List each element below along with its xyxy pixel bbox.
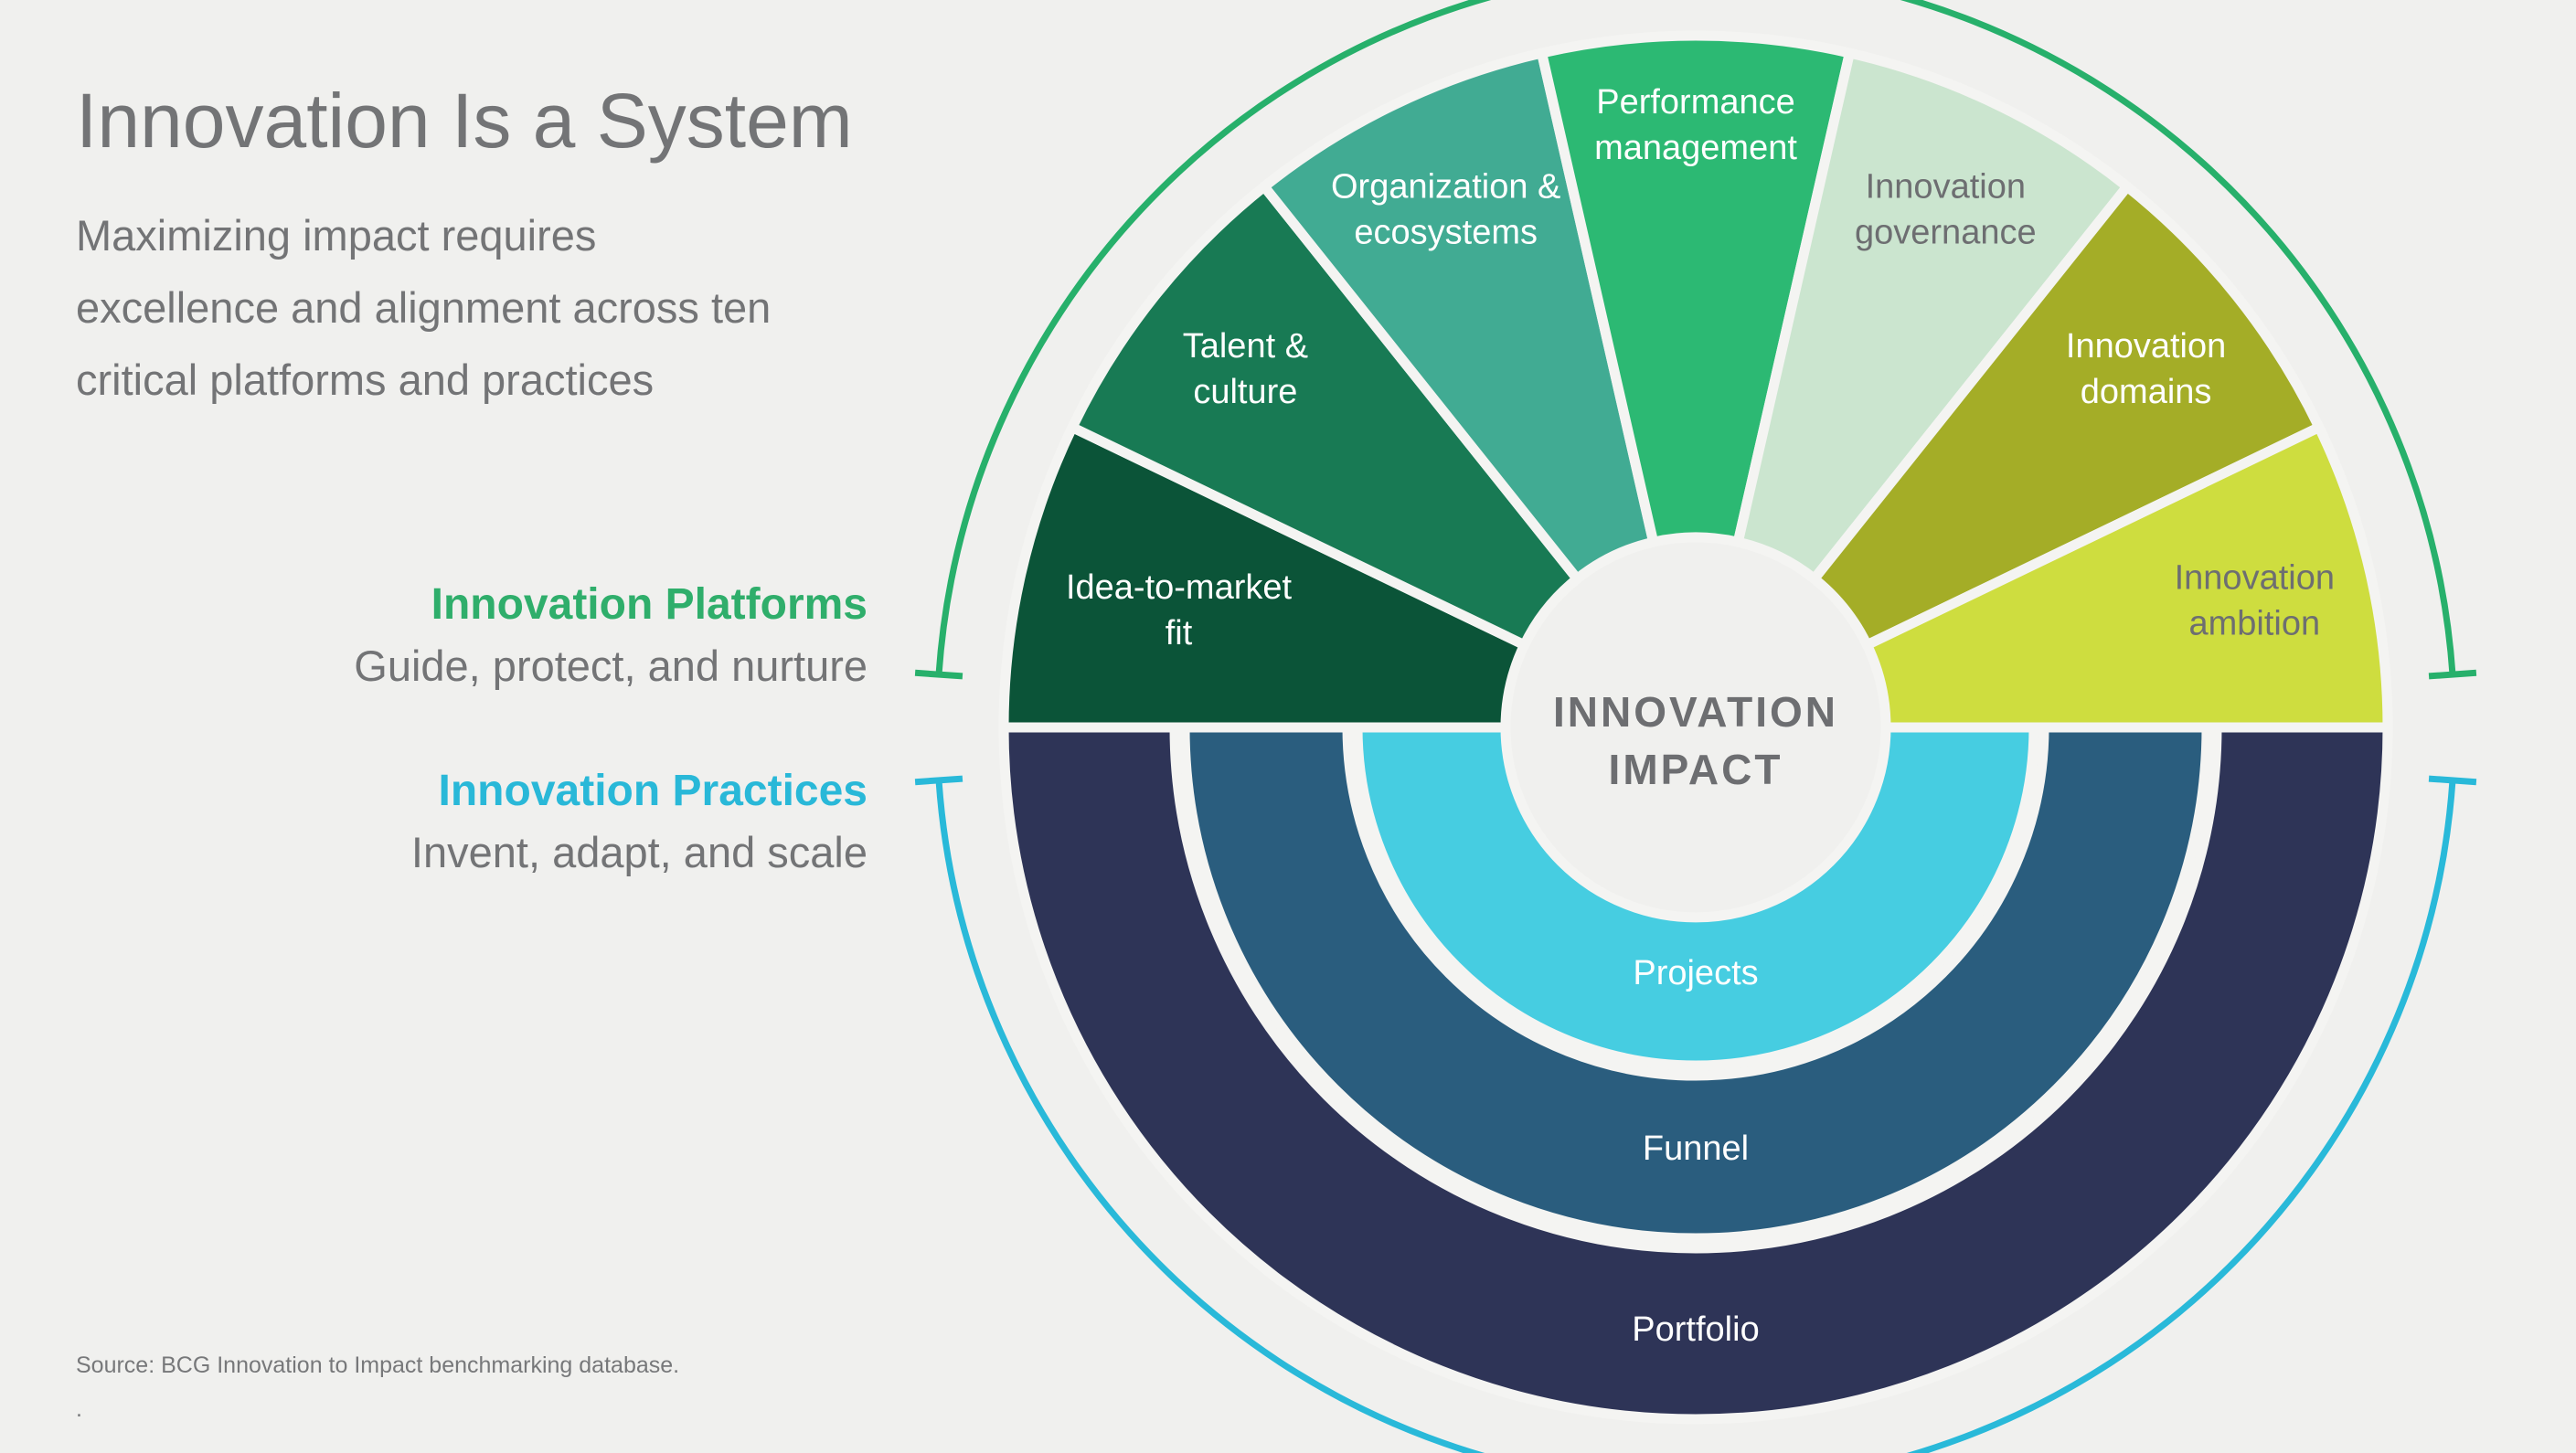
platforms-bracket-arc xyxy=(935,0,2456,675)
platform-wedge-label-3: Performance xyxy=(1596,83,1795,122)
platform-wedge-6 xyxy=(1861,422,2393,733)
platform-wedge-label-3: management xyxy=(1594,129,1797,167)
platform-wedge-label-1: culture xyxy=(1193,373,1297,411)
practice-ring-portfolio xyxy=(998,722,2393,1425)
practices-bracket-tick xyxy=(2428,775,2477,786)
platforms-bracket-tick xyxy=(2428,669,2477,680)
practices-bracket-tick xyxy=(914,775,963,786)
legend-practices-sublabel: Invent, adapt, and scale xyxy=(410,828,868,876)
practices-bracket-arc xyxy=(935,780,2456,1453)
legend-practices-label: Innovation Practices xyxy=(438,767,868,815)
platform-wedge-label-6: Innovation xyxy=(2175,559,2335,598)
subtitle-line: critical platforms and practices xyxy=(76,355,655,404)
platform-wedge-label-0: Idea-to-market xyxy=(1066,568,1293,607)
practice-ring-funnel xyxy=(1179,722,2212,1244)
legend-platforms: Innovation Platforms Guide, protect, and… xyxy=(76,574,868,696)
platform-wedge-label-6: ambition xyxy=(2188,605,2320,643)
legend-platforms-sublabel: Guide, protect, and nurture xyxy=(354,642,868,690)
practice-ring-label-projects: Projects xyxy=(1633,954,1758,992)
platform-wedge-label-0: fit xyxy=(1166,614,1193,652)
platform-wedge-3 xyxy=(1537,30,1855,547)
platforms-bracket-tick xyxy=(914,669,963,680)
wheel-center-label-line1: INNOVATION xyxy=(1553,688,1838,736)
subtitle-line: excellence and alignment across ten xyxy=(76,283,772,332)
legend-platforms-label: Innovation Platforms xyxy=(431,580,868,629)
platform-wedge-5 xyxy=(1809,181,2325,651)
platform-wedge-label-4: Innovation xyxy=(1866,167,2026,206)
practice-ring-label-funnel: Funnel xyxy=(1643,1130,1749,1168)
platform-wedge-label-1: Talent & xyxy=(1183,327,1308,366)
platform-wedge-0 xyxy=(998,422,1530,733)
platform-wedge-label-2: ecosystems xyxy=(1354,213,1538,251)
legend-practices: Innovation Practices Invent, adapt, and … xyxy=(76,760,868,883)
practice-ring-label-portfolio: Portfolio xyxy=(1632,1310,1759,1349)
platform-wedge-label-4: governance xyxy=(1855,213,2037,251)
page-title: Innovation Is a System xyxy=(76,78,853,164)
platform-wedge-1 xyxy=(1067,181,1582,651)
platform-wedge-4 xyxy=(1732,48,2133,584)
page-subtitle: Maximizing impact requires excellence an… xyxy=(76,199,1081,416)
practice-ring-projects xyxy=(1352,722,2039,1071)
platform-wedge-2 xyxy=(1259,48,1659,584)
source-line: Source: BCG Innovation to Impact benchma… xyxy=(76,1352,680,1378)
source-line-2: . xyxy=(76,1396,82,1422)
platform-wedge-label-2: Organization & xyxy=(1331,167,1560,206)
wheel-center-label-line2: IMPACT xyxy=(1609,746,1783,793)
platform-wedge-label-5: Innovation xyxy=(2066,327,2226,366)
source-note: Source: BCG Innovation to Impact benchma… xyxy=(76,1343,1173,1431)
wheel-center-circle xyxy=(1507,539,1884,916)
subtitle-line: Maximizing impact requires xyxy=(76,211,597,260)
platform-wedge-label-5: domains xyxy=(2081,373,2212,411)
